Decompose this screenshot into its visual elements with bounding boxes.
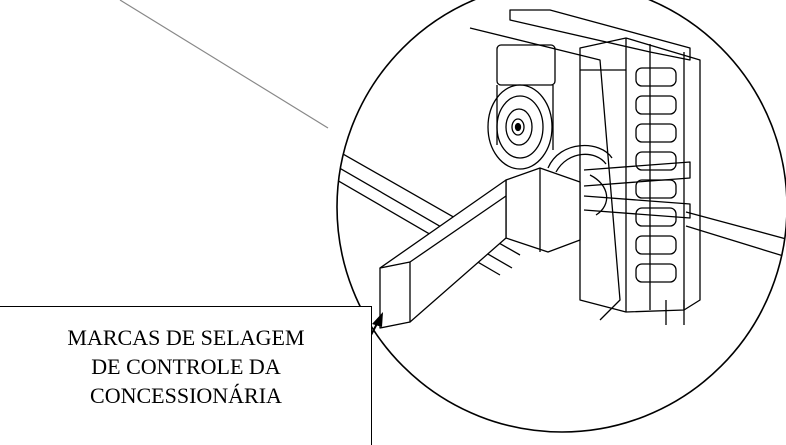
callout-box: MARCAS DE SELAGEM DE CONTROLE DA CONCESS… — [0, 306, 372, 445]
callout-label: MARCAS DE SELAGEM DE CONTROLE DA CONCESS… — [0, 323, 372, 410]
callout-line-1: MARCAS DE SELAGEM — [67, 325, 305, 350]
seal-wire-icon — [547, 145, 691, 219]
magnified-meter-view — [337, 9, 786, 329]
detail-leader-line — [119, 0, 329, 129]
magnifier-circle — [336, 0, 786, 433]
callout-line-2: DE CONTROLE DA — [91, 354, 281, 379]
callout-line-3: CONCESSIONÁRIA — [90, 383, 282, 408]
terminal-cover-grille — [579, 37, 701, 325]
meter-dial-icon — [487, 44, 556, 170]
utility-seal-icon — [379, 167, 581, 329]
